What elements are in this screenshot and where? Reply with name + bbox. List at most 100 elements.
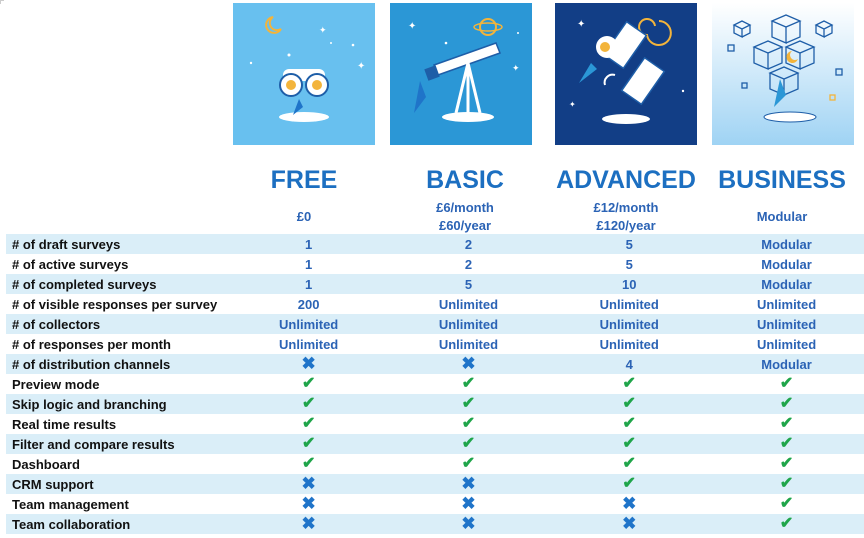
satellite-icon: ✦ ✦ [555,3,697,145]
check-icon: ✔ [622,395,636,412]
cross-icon: ✖ [461,474,476,493]
check-icon: ✔ [549,414,709,434]
plan-name-advanced: ADVANCED [556,166,696,194]
check-icon: ✔ [622,435,636,452]
table-row: Real time results✔✔✔✔ [6,414,864,434]
feature-value: 200 [297,296,320,312]
cross-icon: ✖ [388,494,550,514]
cross-icon: ✖ [229,354,388,374]
feature-value: Unlimited [438,336,499,352]
feature-value: Unlimited [599,336,659,352]
check-icon: ✔ [461,395,476,412]
feature-value: Unlimited [438,296,499,312]
check-icon: ✔ [387,434,550,454]
feature-value: 2 [464,256,473,272]
check-icon: ✔ [709,414,864,434]
feature-value: 5 [549,234,710,254]
feature-label: # of completed surveys [6,274,230,294]
feature-label: Team collaboration [6,514,230,534]
check-icon: ✔ [388,414,550,434]
feature-value: Unlimited [387,314,550,334]
feature-value: 10 [549,274,710,294]
table-row: # of active surveys 1 2 5 Modular [6,254,864,274]
basic-illustration-tile: ✦ ✦ [390,3,532,145]
cross-icon: ✖ [461,494,476,513]
check-icon: ✔ [388,374,550,394]
feature-value: 5 [387,274,550,294]
check-icon: ✔ [549,434,710,454]
cross-icon: ✖ [461,514,476,533]
feature-value: Modular [761,256,812,272]
check-icon: ✔ [779,375,794,392]
price-line: £6/month [436,200,494,215]
check-icon: ✔ [779,495,794,512]
table-row: # of visible responses per survey 200 Unli… [6,294,864,314]
feature-value: Unlimited [229,314,388,334]
check-icon: ✔ [461,415,476,432]
check-icon: ✔ [622,455,636,472]
feature-label: # of active surveys [12,256,129,272]
cross-icon: ✖ [387,354,550,374]
price-basic: £6/month £60/year [385,200,545,234]
check-icon: ✔ [622,415,636,432]
table-row: Team management✖✖✖✔ [6,494,864,514]
feature-value: Unlimited [599,296,659,312]
plan-name-basic: BASIC [426,166,504,194]
price-line: Modular [756,209,808,224]
check-icon: ✔ [549,474,710,494]
cross-icon: ✖ [230,494,388,514]
check-icon: ✔ [549,394,710,414]
check-icon: ✔ [230,454,388,474]
feature-value: Unlimited [756,296,817,312]
cross-icon: ✖ [461,354,476,373]
feature-label: # of responses per month [12,336,171,352]
table-row: Skip logic and branching✔✔✔✔ [6,394,864,414]
check-icon: ✔ [709,374,864,394]
cross-icon: ✖ [622,514,637,533]
feature-value: Modular [709,274,864,294]
check-icon: ✔ [229,394,388,414]
check-icon: ✔ [230,374,388,394]
price-advanced: £12/month £120/year [546,200,706,234]
table-row: Team collaboration ✖ ✖ ✖ ✔ [6,514,864,534]
free-illustration-tile: ✦ ✦ [233,3,375,145]
feature-value: 1 [305,256,313,272]
cross-icon: ✖ [301,514,316,533]
check-icon: ✔ [779,435,794,452]
check-icon: ✔ [709,474,864,494]
table-row: Filter and compare results✔✔✔✔ [6,434,864,454]
feature-value: Unlimited [279,336,339,352]
check-icon: ✔ [301,455,316,472]
feature-label: # of distribution channels [6,354,230,374]
check-icon: ✔ [779,515,794,532]
feature-label: Skip logic and branching [6,394,230,414]
check-icon: ✔ [779,455,794,472]
svg-text:✦: ✦ [408,21,416,32]
cross-icon: ✖ [387,474,550,494]
check-icon: ✔ [461,455,476,472]
feature-label: # of visible responses per survey [12,296,218,312]
table-row: # of responses per month Unlimited Unlimit… [6,334,864,354]
feature-value: 5 [625,256,633,272]
telescope-icon: ✦ ✦ [390,3,532,145]
check-icon: ✔ [301,375,316,392]
feature-label: Preview mode [12,376,100,392]
cross-icon: ✖ [301,474,316,493]
check-icon: ✔ [779,475,794,492]
check-icon: ✔ [709,494,864,514]
feature-label: Real time results [12,416,117,432]
cross-icon: ✖ [229,474,388,494]
table-row: Dashboard✔✔✔✔ [6,454,864,474]
check-icon: ✔ [461,435,476,452]
feature-label: # of collectors [6,314,230,334]
check-icon: ✔ [779,415,794,432]
feature-value: 4 [549,354,710,374]
price-line: £0 [296,209,312,224]
table-row: CRM support✖✖✔✔ [6,474,864,494]
check-icon: ✔ [549,454,709,474]
business-illustration-tile [712,3,854,145]
feature-value: Modular [709,354,864,374]
